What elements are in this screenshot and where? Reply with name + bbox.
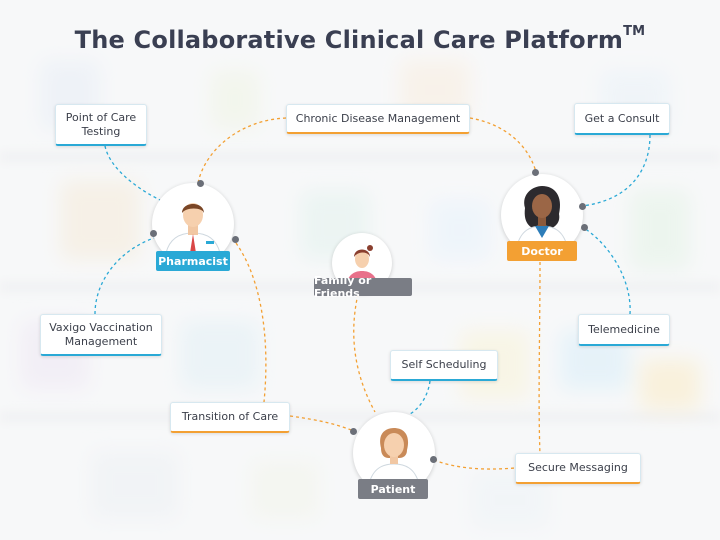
vaxigo-vaccination-management-box: Vaxigo Vaccination Management — [40, 314, 162, 356]
self-scheduling-box: Self Scheduling — [390, 350, 498, 381]
page-title: The Collaborative Clinical Care Platform… — [0, 24, 720, 54]
link-doctor-secure-messaging — [538, 261, 541, 456]
secure-messaging-box: Secure Messaging — [515, 453, 641, 484]
link-chronic-pharmacist — [197, 117, 287, 184]
link-family-patient — [353, 293, 376, 413]
point-of-care-testing-box: Point of Care Testing — [55, 104, 147, 146]
link-chronic-doctor — [469, 117, 537, 173]
link-transition-patient — [289, 415, 357, 433]
get-a-consult-box: Get a Consult — [574, 103, 670, 135]
link-point-of-care-pharmacist — [104, 145, 161, 201]
doctor-label: Doctor — [507, 241, 577, 261]
trademark-mark: TM — [623, 24, 646, 39]
transition-of-care-box: Transition of Care — [170, 402, 290, 433]
link-patient-secure-messaging — [433, 459, 516, 470]
pharmacist-icon — [165, 203, 221, 254]
pharmacist-label: Pharmacist — [156, 251, 230, 271]
link-pharmacist-transition — [235, 242, 267, 403]
link-vaxigo-pharmacist — [94, 237, 155, 315]
link-self-scheduling-patient — [409, 380, 431, 415]
link-consult-doctor — [581, 134, 651, 207]
chronic-disease-management-box: Chronic Disease Management — [286, 104, 470, 134]
patient-label: Patient — [358, 479, 428, 499]
telemedicine-box: Telemedicine — [578, 314, 670, 346]
family-or-friends-label: Family or Friends — [314, 274, 412, 300]
title-text: The Collaborative Clinical Care Platform — [74, 26, 624, 54]
link-telemedicine-doctor — [583, 227, 631, 315]
